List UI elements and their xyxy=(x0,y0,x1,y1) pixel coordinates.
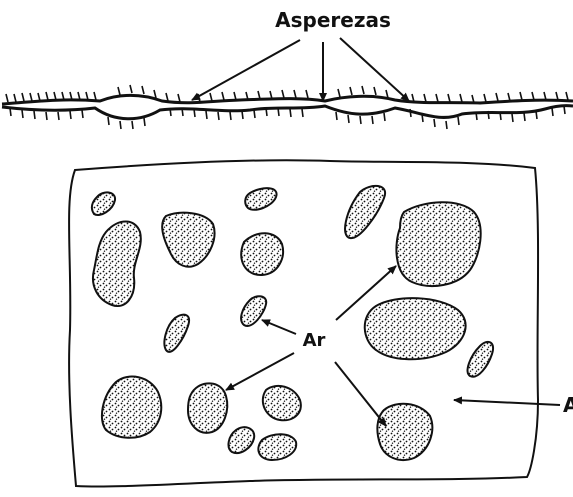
contact-patch xyxy=(468,342,493,377)
ar-arrow-to-bottom-patch xyxy=(335,362,386,426)
asperities-label: Asperezas xyxy=(275,8,391,32)
contact-patch xyxy=(377,404,432,460)
contact-patch xyxy=(93,222,141,307)
contact-patch xyxy=(102,377,161,438)
asperities-arrows xyxy=(192,38,409,101)
contact-patch xyxy=(365,298,466,359)
contact-patch xyxy=(245,188,276,210)
apparent-area-arrow xyxy=(454,400,560,405)
contact-patch xyxy=(164,315,189,352)
contact-patches xyxy=(92,186,493,460)
contact-patch xyxy=(241,296,266,326)
rough-surfaces xyxy=(2,85,573,129)
contact-patch xyxy=(258,434,296,460)
contact-patch xyxy=(229,427,255,453)
contact-patch xyxy=(345,186,385,238)
ar-arrow-to-small-patch xyxy=(262,320,296,334)
contact-patch xyxy=(162,213,214,267)
asperity-arrow-left xyxy=(192,40,300,100)
contact-patch xyxy=(241,233,283,275)
contact-patch xyxy=(263,386,301,420)
real-contact-area-label: Ar xyxy=(303,330,326,351)
contact-patch xyxy=(396,202,480,286)
contact-patch xyxy=(92,192,115,215)
ar-arrow-to-left-patch xyxy=(226,353,294,390)
contact-patch xyxy=(188,383,227,432)
apparent-area-label: A xyxy=(563,393,573,417)
